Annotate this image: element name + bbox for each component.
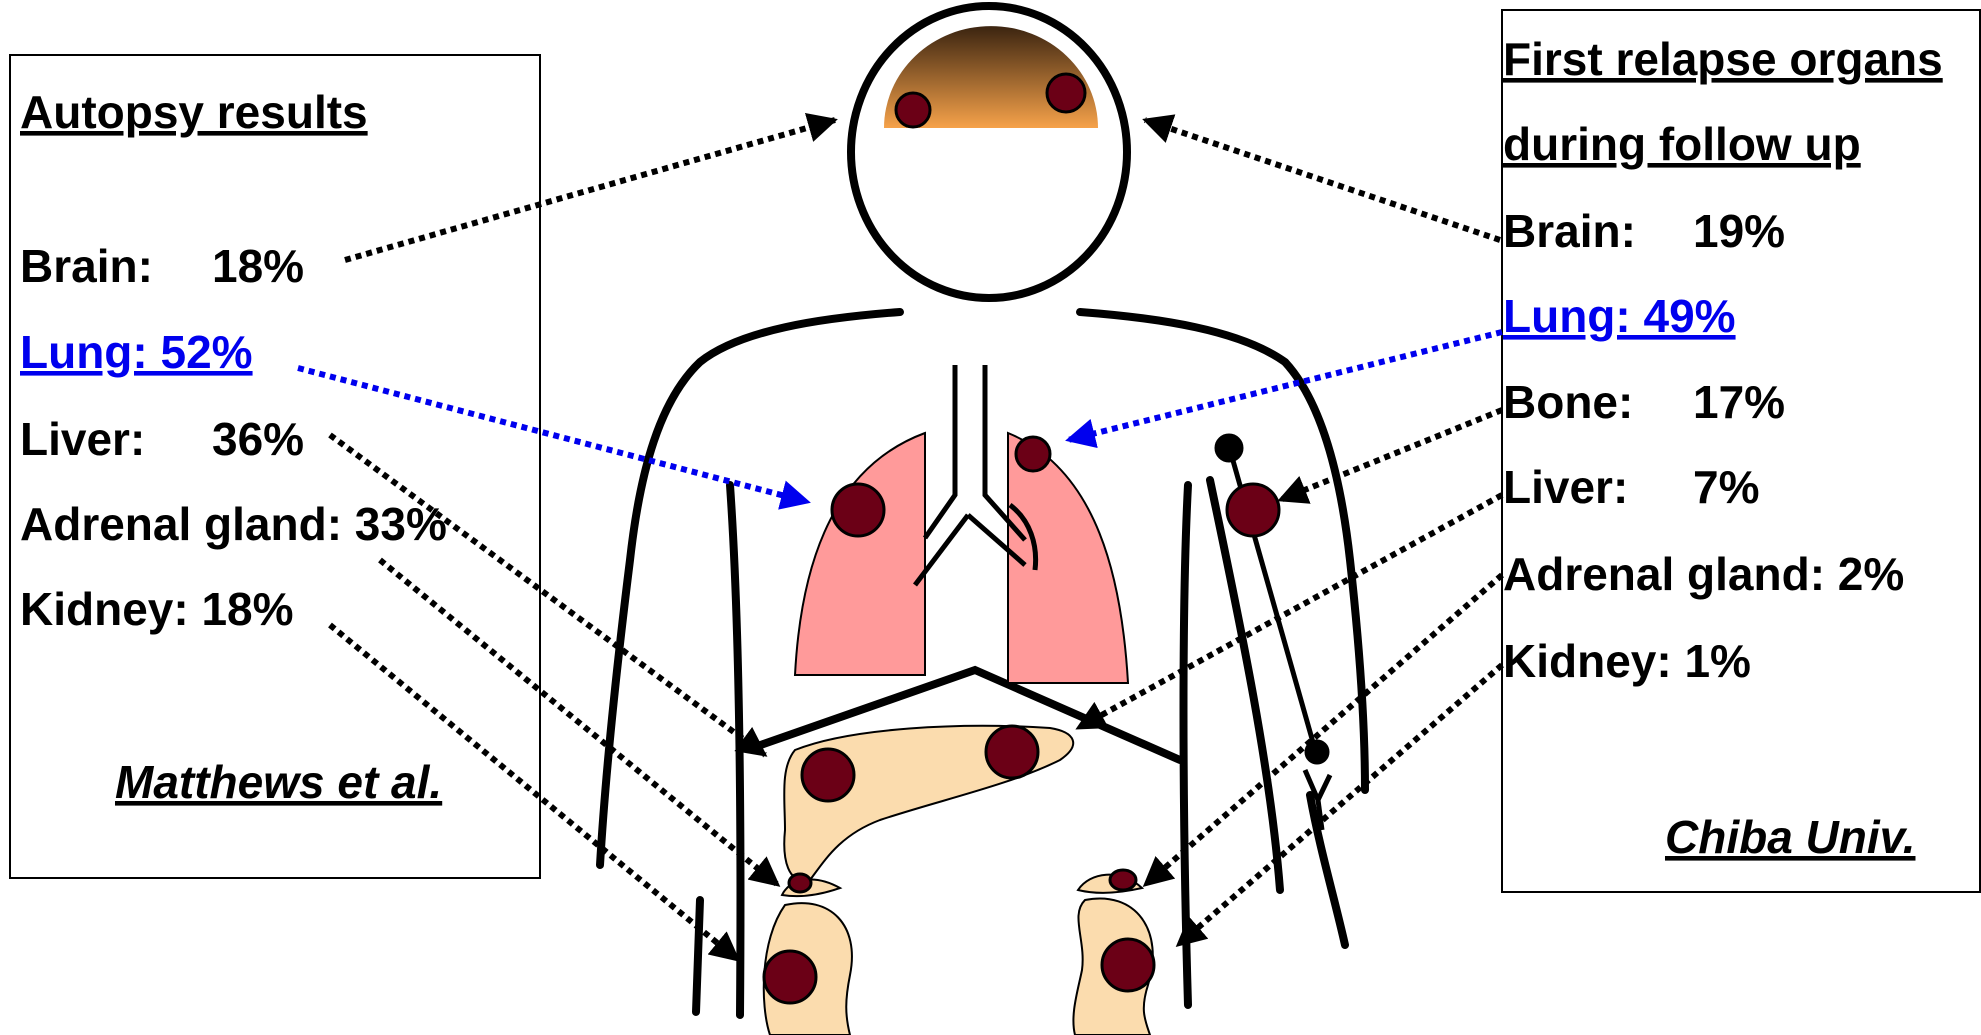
relapse-brain-value: 19% — [1693, 205, 1785, 257]
autopsy-brain-value: 18% — [212, 240, 304, 292]
autopsy-citation: Matthews et al. — [115, 756, 442, 808]
relapse-title-line1: First relapse organs — [1503, 33, 1943, 85]
autopsy-liver-label: Liver: — [20, 413, 145, 465]
tumor — [1227, 484, 1279, 536]
autopsy-liver-value: 36% — [212, 413, 304, 465]
relapse-brain-label: Brain: — [1503, 205, 1636, 257]
relapse-adrenal: Adrenal gland: 2% — [1503, 548, 1904, 600]
tumor — [896, 93, 930, 127]
arrow-kidney-right — [1178, 665, 1502, 945]
arrow-brain-left — [345, 120, 835, 260]
arrow-liver-right — [1078, 495, 1502, 728]
tumor — [802, 749, 854, 801]
relapse-title-line2: during follow up — [1503, 118, 1861, 170]
autopsy-brain-label: Brain: — [20, 240, 153, 292]
relapse-liver-label: Liver: — [1503, 461, 1628, 513]
relapse-lung: Lung: 49% — [1503, 290, 1736, 342]
relapse-bone-label: Bone: — [1503, 376, 1633, 428]
autopsy-adrenal: Adrenal gland: 33% — [20, 498, 447, 550]
kidneys — [764, 898, 1153, 1035]
relapse-citation: Chiba Univ. — [1665, 811, 1915, 863]
tumor — [1102, 939, 1154, 991]
autopsy-title: Autopsy results — [20, 86, 368, 138]
autopsy-lung: Lung: 52% — [20, 326, 253, 378]
autopsy-panel — [10, 55, 540, 878]
arrow-adrenal-left — [380, 560, 778, 885]
tumor — [1047, 74, 1085, 112]
tumor — [1110, 870, 1136, 890]
relapse-kidney: Kidney: 1% — [1503, 635, 1751, 687]
autopsy-kidney: Kidney: 18% — [20, 583, 294, 635]
arrow-lung-right — [1068, 332, 1502, 440]
adrenal-glands — [782, 875, 1142, 896]
relapse-liver-value: 7% — [1693, 461, 1759, 513]
tumor — [789, 874, 811, 892]
arrow-bone-right — [1280, 410, 1502, 500]
arrow-brain-right — [1145, 120, 1500, 240]
arrow-adrenal-right — [1145, 575, 1502, 885]
tumor — [764, 951, 816, 1003]
tumor — [832, 484, 884, 536]
tumor — [1016, 437, 1050, 471]
arrow-liver-left — [330, 435, 765, 755]
lungs — [795, 433, 1128, 683]
tumor — [986, 726, 1038, 778]
relapse-bone-value: 17% — [1693, 376, 1785, 428]
